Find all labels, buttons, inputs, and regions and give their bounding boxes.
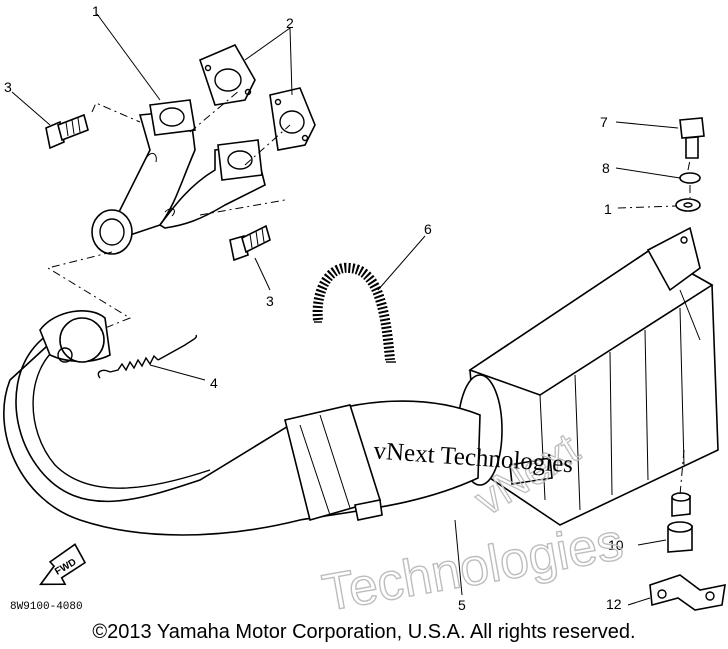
exhaust-manifold [91,99,266,255]
callout-7: 7 [600,114,608,130]
callout-8: 8 [602,160,610,176]
callout-6: 6 [424,221,432,237]
callout-3-lower: 3 [266,293,274,309]
damper-lower [667,521,693,553]
part-code: 8W9100-4080 [10,601,83,613]
spring [97,334,198,379]
callouts: 1 2 3 3 4 5 6 7 8 1 10 12 [4,3,624,613]
gasket-upper [199,43,256,106]
callout-1-washer: 1 [604,201,612,217]
callout-2: 2 [286,15,294,31]
callout-3-upper: 3 [4,79,12,95]
assembly-lines [46,89,691,496]
leader-lines [11,13,681,606]
callout-5: 5 [458,597,466,613]
exhaust-pipe [3,310,481,536]
gasket-lower [269,87,316,151]
callout-1: 1 [92,3,100,19]
damper-upper [671,492,691,517]
bolt-7 [679,117,705,159]
washer [675,198,701,212]
protector-spring [312,262,396,363]
bolt-lower [229,224,271,262]
lock-washer-8 [679,172,701,184]
muffler [457,226,719,526]
callout-12: 12 [606,596,622,612]
bracket-12 [649,574,726,611]
forward-arrow: FWD [38,543,87,586]
callout-10: 10 [608,537,624,553]
callout-4: 4 [210,375,218,391]
watermark-large-technologies: Technologies [318,513,627,623]
bolt-upper [45,113,89,150]
copyright-notice: ©2013 Yamaha Motor Corporation, U.S.A. A… [92,621,636,643]
